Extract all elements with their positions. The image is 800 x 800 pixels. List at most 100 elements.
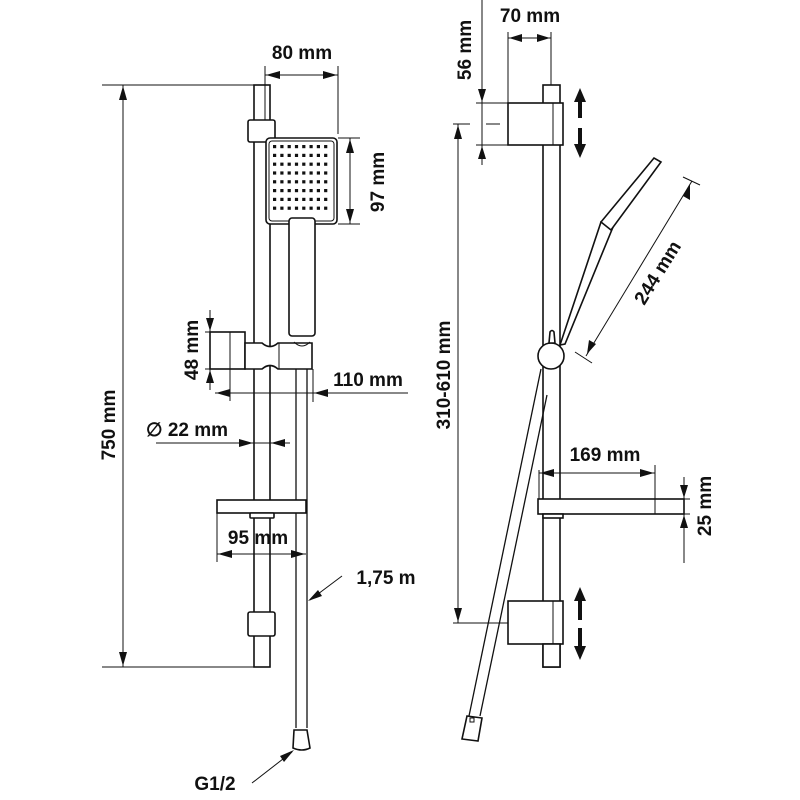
nozzle-dot bbox=[302, 180, 306, 184]
nozzle-dot bbox=[316, 145, 320, 149]
holder-depth-110-label: 110 mm bbox=[333, 370, 403, 391]
nozzle-dot bbox=[324, 206, 328, 210]
shower-head-front bbox=[265, 137, 338, 337]
nozzle-dot bbox=[280, 162, 284, 166]
dim-169: 169 mm bbox=[538, 445, 656, 499]
side-view: 70 mm 56 mm 310-610 mm bbox=[434, 0, 716, 742]
connector-label: G1/2 bbox=[194, 774, 235, 795]
hose-length-label: 1,75 m bbox=[356, 568, 415, 589]
nozzle-dot bbox=[273, 171, 277, 175]
adjust-arrows-bottom[interactable] bbox=[574, 587, 586, 660]
dim-hose-length: 1,75 m bbox=[308, 568, 416, 601]
nozzle-dot bbox=[280, 189, 284, 193]
nozzle-dot bbox=[273, 189, 277, 193]
nozzle-dot bbox=[294, 197, 299, 201]
nozzle-dot bbox=[273, 197, 277, 201]
nozzle-dot bbox=[280, 145, 284, 149]
height-750-label: 750 mm bbox=[99, 390, 120, 461]
nozzle-dot bbox=[309, 171, 313, 175]
nozzle-dot bbox=[324, 145, 328, 149]
nozzle-dot bbox=[294, 180, 299, 184]
handshower-side bbox=[537, 156, 663, 370]
nozzle-dot bbox=[273, 206, 277, 210]
dim-310-610: 310-610 mm bbox=[434, 123, 508, 624]
nozzle-dot bbox=[273, 153, 277, 157]
nozzle-dot bbox=[324, 197, 328, 201]
nozzle-dot bbox=[316, 206, 320, 210]
nozzle-dot bbox=[316, 189, 320, 193]
dim-80: 80 mm bbox=[264, 43, 339, 134]
holder-height-48-label: 48 mm bbox=[182, 320, 203, 380]
nozzle-dot bbox=[316, 153, 320, 157]
shelf-depth-169-label: 169 mm bbox=[570, 445, 641, 466]
nozzle-dot bbox=[302, 153, 306, 157]
dim-connector: G1/2 bbox=[194, 750, 294, 795]
dim-56: 56 mm bbox=[455, 0, 508, 165]
bracket-height-56-label: 56 mm bbox=[455, 20, 476, 80]
dim-95: 95 mm bbox=[217, 528, 306, 558]
hose-side bbox=[461, 368, 548, 742]
nozzle-dot bbox=[302, 189, 306, 193]
nozzle-dot bbox=[309, 180, 313, 184]
shelf-front bbox=[216, 499, 307, 562]
dim-48: 48 mm bbox=[182, 310, 240, 390]
nozzle-dot bbox=[294, 162, 299, 166]
slide-bar bbox=[253, 84, 271, 668]
nozzle-dot bbox=[324, 180, 328, 184]
top-wall-bracket bbox=[247, 119, 276, 143]
nozzle-dot bbox=[294, 145, 299, 149]
adjust-range-label: 310-610 mm bbox=[434, 321, 455, 430]
nozzle-dot bbox=[302, 145, 306, 149]
dim-22: ∅ 22 mm bbox=[146, 420, 290, 447]
nozzle-dot bbox=[273, 162, 277, 166]
nozzle-dot bbox=[287, 162, 291, 166]
bottom-wall-bracket bbox=[247, 611, 276, 637]
nozzle-dot bbox=[302, 206, 306, 210]
nozzle-dot bbox=[324, 189, 328, 193]
nozzle-dot bbox=[316, 197, 320, 201]
shelf-width-95-label: 95 mm bbox=[228, 528, 288, 549]
bottom-bracket-side bbox=[507, 600, 564, 645]
nozzle-dot bbox=[287, 197, 291, 201]
dim-70: 70 mm bbox=[500, 6, 560, 103]
nozzle-dot bbox=[287, 180, 291, 184]
nozzle-dot bbox=[309, 162, 313, 166]
adjust-arrows-top[interactable] bbox=[574, 88, 586, 158]
nozzle-dot bbox=[294, 153, 299, 157]
nozzle-dot bbox=[302, 197, 306, 201]
dim-25: 25 mm bbox=[680, 476, 716, 563]
nozzle-dot bbox=[324, 153, 328, 157]
nozzle-dot bbox=[309, 189, 313, 193]
shelf-side bbox=[537, 498, 685, 519]
head-width-80-label: 80 mm bbox=[272, 43, 332, 64]
nozzle-dot bbox=[316, 180, 320, 184]
nozzle-dot bbox=[280, 206, 284, 210]
dim-97: 97 mm bbox=[338, 137, 389, 225]
nozzle-dot bbox=[309, 206, 313, 210]
dim-110: 110 mm bbox=[215, 369, 408, 402]
nozzle-dot bbox=[302, 162, 306, 166]
nozzle-dot bbox=[309, 153, 313, 157]
bar-diameter-22-label: ∅ 22 mm bbox=[146, 420, 228, 441]
shelf-thickness-25-label: 25 mm bbox=[695, 476, 716, 536]
nozzle-dot bbox=[309, 145, 313, 149]
dim-750: 750 mm bbox=[99, 84, 270, 668]
nozzle-dot bbox=[280, 153, 284, 157]
nozzle-dot bbox=[316, 171, 320, 175]
bracket-depth-70-label: 70 mm bbox=[500, 6, 560, 27]
nozzle-dot bbox=[324, 171, 328, 175]
head-height-97-label: 97 mm bbox=[368, 152, 389, 212]
holder-front bbox=[209, 331, 313, 401]
top-bracket-side bbox=[507, 102, 564, 146]
nozzle-dot bbox=[294, 189, 299, 193]
nozzle-dot bbox=[309, 197, 313, 201]
nozzle-dot bbox=[287, 153, 291, 157]
front-view: 750 mm 80 mm bbox=[99, 43, 416, 795]
handshower-length-244-label: 244 mm bbox=[631, 238, 686, 309]
nozzle-dot bbox=[316, 162, 320, 166]
nozzle-dot bbox=[273, 180, 277, 184]
hose-front bbox=[292, 369, 311, 751]
nozzle-dot bbox=[280, 197, 284, 201]
nozzle-dot bbox=[294, 171, 299, 175]
nozzle-dot bbox=[294, 206, 299, 210]
